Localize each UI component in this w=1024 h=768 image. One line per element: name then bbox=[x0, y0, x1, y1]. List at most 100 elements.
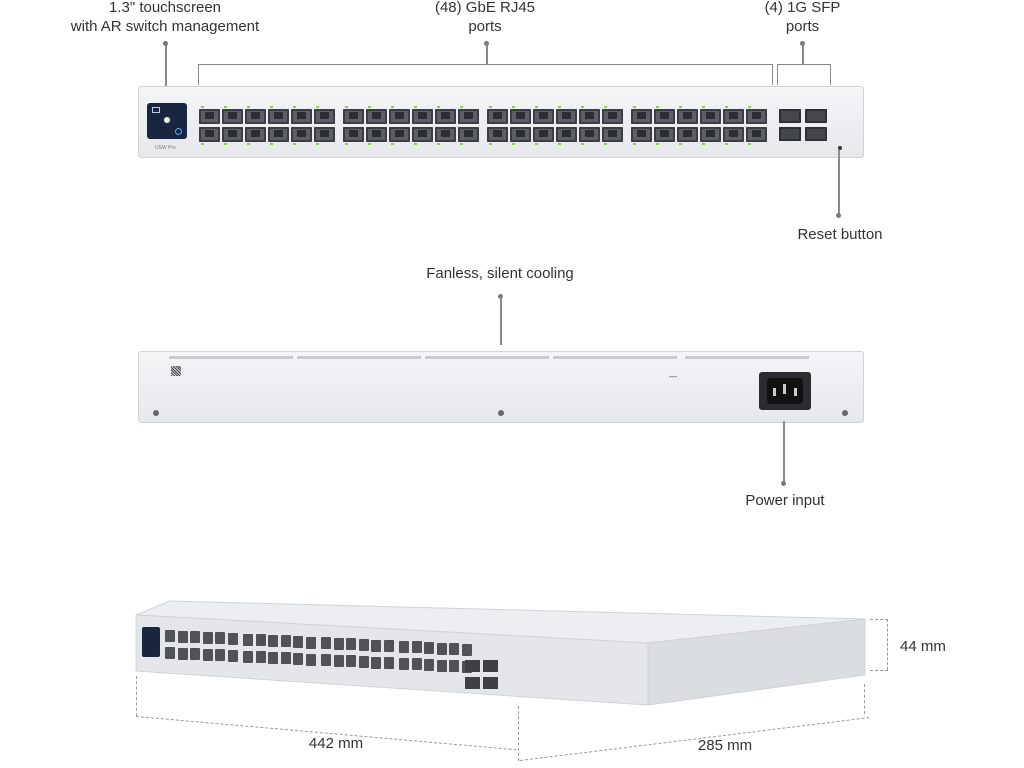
sfp-port[interactable] bbox=[805, 127, 827, 141]
rj45-port[interactable] bbox=[533, 127, 554, 142]
perspective-port bbox=[165, 647, 175, 659]
rj45-port[interactable] bbox=[510, 127, 531, 142]
port-led bbox=[656, 106, 659, 108]
rj45-port[interactable] bbox=[700, 127, 721, 142]
rj45-port[interactable] bbox=[199, 127, 220, 142]
perspective-port bbox=[215, 649, 225, 662]
rj45-port[interactable] bbox=[746, 127, 767, 142]
vent-slot bbox=[685, 356, 809, 359]
rj45-port[interactable] bbox=[314, 127, 335, 142]
vent-slot bbox=[297, 356, 421, 359]
rj45-port[interactable] bbox=[533, 109, 554, 124]
power-leader bbox=[783, 421, 785, 483]
perspective-port bbox=[321, 637, 331, 650]
perspective-port bbox=[449, 660, 459, 673]
rj45-label: (48) GbE RJ45 ports bbox=[434, 0, 536, 35]
port-led bbox=[316, 106, 319, 108]
rj45-port[interactable] bbox=[343, 109, 364, 124]
perspective-port bbox=[371, 656, 381, 669]
vent-slot bbox=[553, 356, 677, 359]
port-led bbox=[512, 143, 515, 145]
rj45-port[interactable] bbox=[199, 109, 220, 124]
rj45-port[interactable] bbox=[458, 127, 479, 142]
rj45-port[interactable] bbox=[268, 109, 289, 124]
port-led bbox=[345, 106, 348, 108]
rj45-port[interactable] bbox=[389, 109, 410, 124]
port-led bbox=[512, 106, 515, 108]
reset-label: Reset button bbox=[797, 226, 883, 243]
perspective-port bbox=[190, 631, 200, 644]
rj45-port[interactable] bbox=[268, 127, 289, 142]
port-led bbox=[316, 143, 319, 145]
rj45-port[interactable] bbox=[677, 127, 698, 142]
rj45-port[interactable] bbox=[343, 127, 364, 142]
port-led bbox=[201, 106, 204, 108]
perspective-port bbox=[399, 657, 409, 670]
height-dim-bottom bbox=[870, 670, 888, 671]
sfp-port[interactable] bbox=[805, 109, 827, 123]
rj45-port[interactable] bbox=[245, 127, 266, 142]
rj45-port[interactable] bbox=[700, 109, 721, 124]
rj45-port[interactable] bbox=[631, 109, 652, 124]
rj45-port[interactable] bbox=[510, 109, 531, 124]
port-led bbox=[293, 106, 296, 108]
power-inlet[interactable] bbox=[759, 372, 811, 410]
rj45-port[interactable] bbox=[579, 109, 600, 124]
rj45-port[interactable] bbox=[412, 127, 433, 142]
rj45-port[interactable] bbox=[366, 127, 387, 142]
port-led bbox=[489, 143, 492, 145]
back-panel: — bbox=[138, 351, 864, 423]
sfp-dot bbox=[800, 41, 805, 46]
rj45-port[interactable] bbox=[366, 109, 387, 124]
rj45-port[interactable] bbox=[654, 127, 675, 142]
vent-slot bbox=[169, 356, 293, 359]
depth-dim-right bbox=[864, 684, 865, 714]
rj45-port[interactable] bbox=[314, 109, 335, 124]
rj45-port[interactable] bbox=[602, 109, 623, 124]
rj45-port[interactable] bbox=[291, 127, 312, 142]
sfp-port[interactable] bbox=[779, 127, 801, 141]
rj45-port[interactable] bbox=[487, 109, 508, 124]
height-dim-line bbox=[887, 619, 888, 670]
reset-dot bbox=[836, 213, 841, 218]
rj45-port[interactable] bbox=[389, 127, 410, 142]
screen-settings-icon bbox=[175, 128, 182, 135]
perspective-port bbox=[293, 636, 303, 648]
port-led bbox=[293, 143, 296, 145]
rj45-port[interactable] bbox=[435, 109, 456, 124]
rj45-port[interactable] bbox=[291, 109, 312, 124]
rj45-port[interactable] bbox=[746, 109, 767, 124]
perspective-sfp bbox=[465, 677, 480, 689]
perspective-port bbox=[280, 635, 291, 648]
touchscreen-display[interactable] bbox=[147, 103, 187, 139]
rj45-port[interactable] bbox=[579, 127, 600, 142]
rj45-port[interactable] bbox=[245, 109, 266, 124]
sfp-port[interactable] bbox=[779, 109, 801, 123]
perspective-port bbox=[215, 632, 225, 645]
rj45-port[interactable] bbox=[222, 109, 243, 124]
rj45-port[interactable] bbox=[556, 109, 577, 124]
port-led bbox=[679, 106, 682, 108]
rj45-port[interactable] bbox=[602, 127, 623, 142]
port-led bbox=[247, 106, 250, 108]
rj45-port[interactable] bbox=[458, 109, 479, 124]
port-led bbox=[679, 143, 682, 145]
rj45-port[interactable] bbox=[487, 127, 508, 142]
rj45-port[interactable] bbox=[723, 109, 744, 124]
perspective-port bbox=[436, 642, 447, 655]
reset-button[interactable] bbox=[838, 146, 842, 150]
rj45-port[interactable] bbox=[222, 127, 243, 142]
rj45-port[interactable] bbox=[654, 109, 675, 124]
rj45-port[interactable] bbox=[723, 127, 744, 142]
port-led bbox=[656, 143, 659, 145]
rj45-port[interactable] bbox=[631, 127, 652, 142]
cooling-dot bbox=[498, 294, 503, 299]
perspective-port bbox=[383, 657, 394, 670]
rj45-port[interactable] bbox=[435, 127, 456, 142]
rj45-port[interactable] bbox=[412, 109, 433, 124]
rj45-leader bbox=[486, 44, 488, 64]
perspective-port bbox=[202, 648, 213, 661]
perspective-port bbox=[383, 640, 394, 653]
rj45-port[interactable] bbox=[677, 109, 698, 124]
rj45-port[interactable] bbox=[556, 127, 577, 142]
